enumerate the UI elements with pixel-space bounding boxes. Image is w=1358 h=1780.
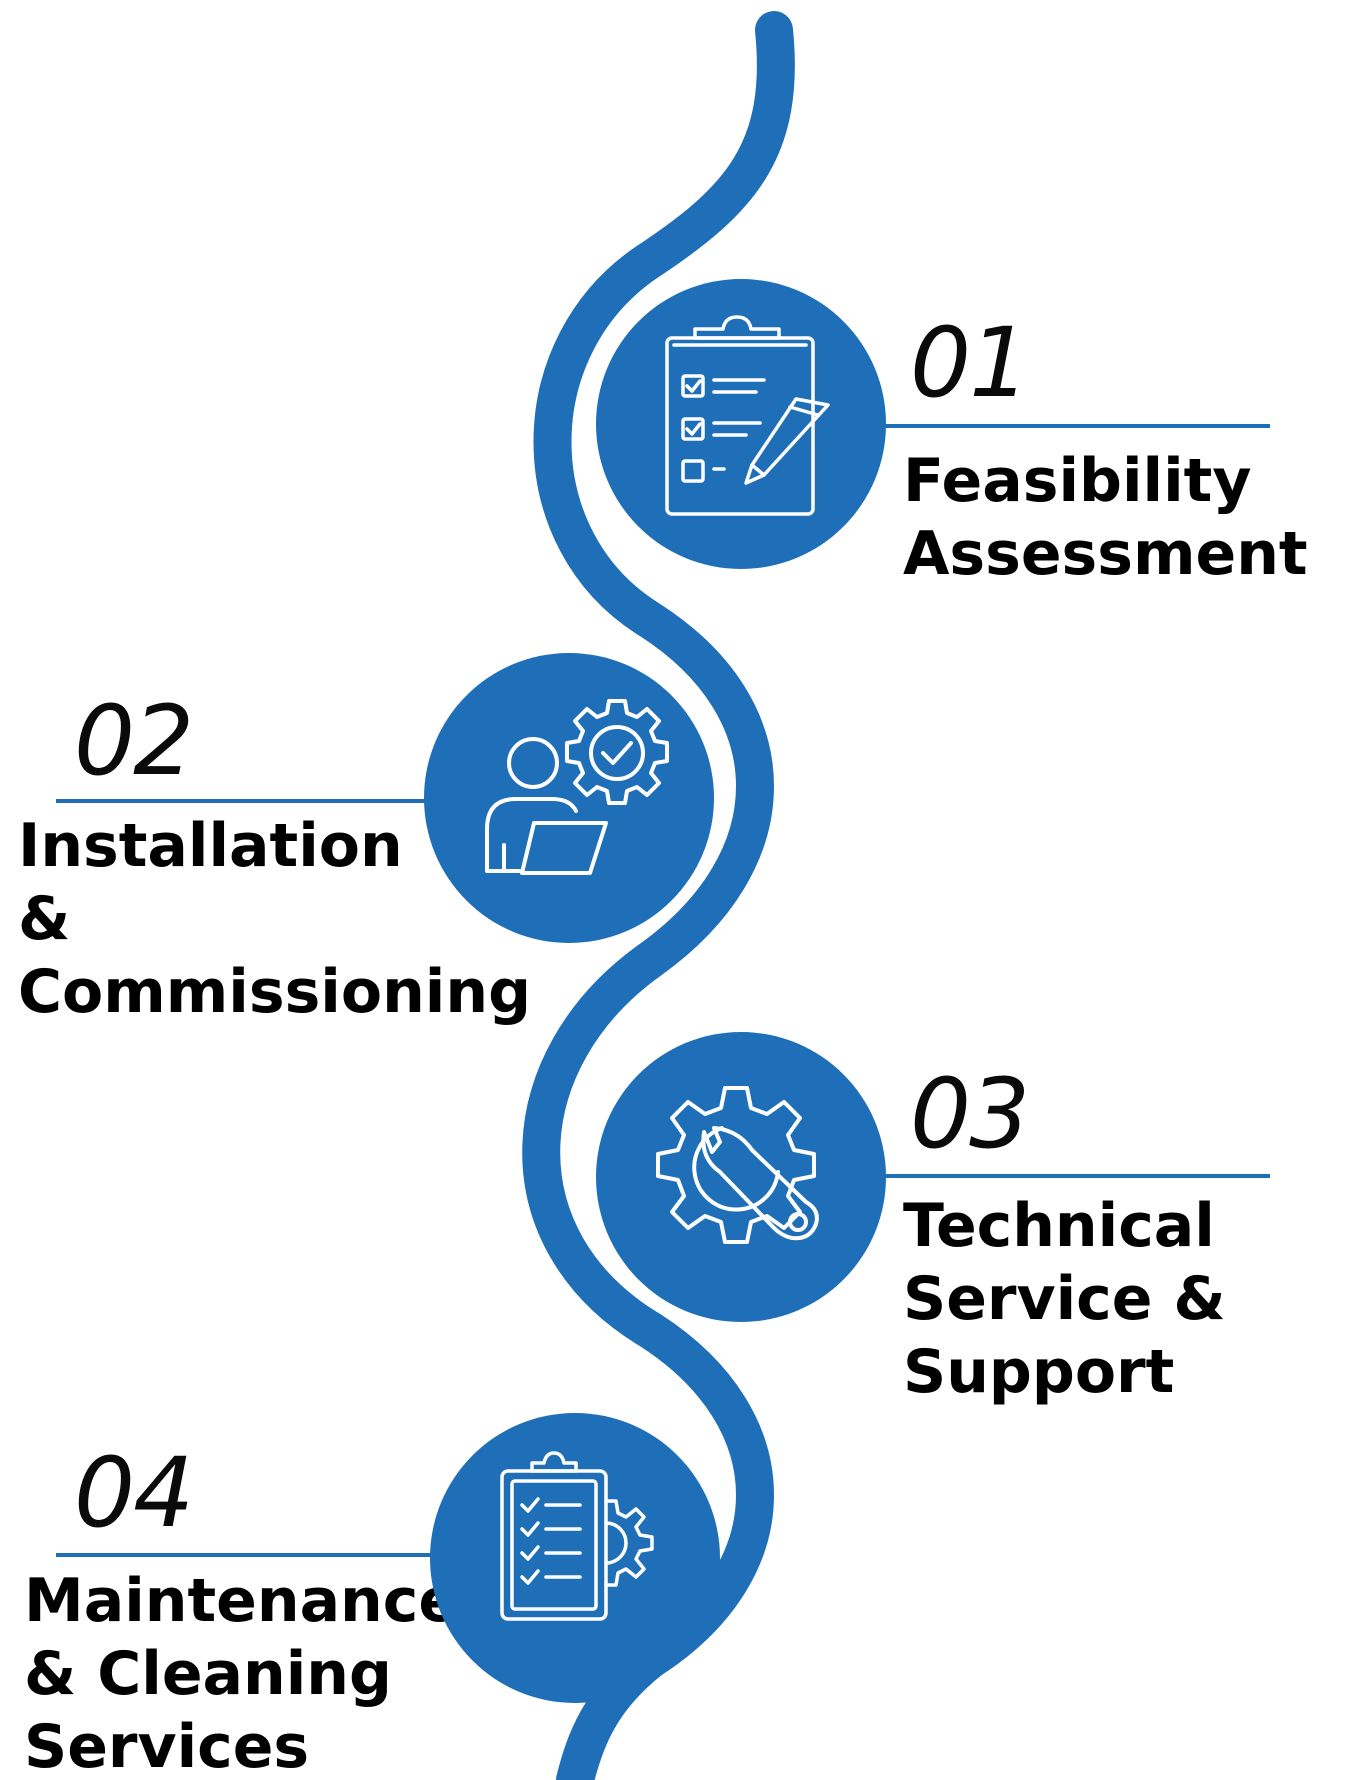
step-2-title-line: Commissioning <box>18 957 532 1027</box>
step-4-rule <box>56 1553 436 1557</box>
step-2-number: 02 <box>74 685 194 797</box>
step-4-number: 04 <box>74 1437 194 1549</box>
step-4-title-line: Services <box>24 1712 310 1780</box>
step-2-circle <box>424 653 714 943</box>
step-3-number: 03 <box>910 1058 1030 1170</box>
step-4-title: Maintenance & Cleaning Services <box>24 1565 459 1780</box>
step-3-rule <box>880 1174 1270 1178</box>
step-2-title-line: & <box>18 884 71 954</box>
step-1-circle <box>596 279 886 569</box>
person-laptop-gear-check-icon <box>485 699 669 875</box>
step-3-title: Technical Service & Support <box>903 1190 1226 1409</box>
step-3-title-line: Technical <box>903 1191 1215 1261</box>
step-1-title: Feasibility Assessment <box>903 445 1308 591</box>
step-4-title-line: & Cleaning <box>24 1639 392 1709</box>
step-1-title-line: Feasibility <box>903 446 1252 516</box>
step-2-rule <box>56 799 436 803</box>
step-4-circle <box>430 1413 720 1703</box>
step-1-number: 01 <box>910 307 1030 419</box>
step-1-title-line: Assessment <box>903 519 1308 589</box>
clipboard-checklist-gear-icon <box>500 1451 654 1621</box>
step-2-title: Installation & Commissioning <box>18 810 531 1029</box>
step-2-title-line: Installation <box>18 811 403 881</box>
step-3-title-line: Service & <box>903 1264 1226 1334</box>
step-3-circle <box>596 1032 886 1322</box>
step-4-title-line: Maintenance <box>24 1566 460 1636</box>
step-3-title-line: Support <box>903 1337 1175 1407</box>
gear-wrench-icon <box>656 1086 819 1244</box>
step-1-rule <box>880 424 1270 428</box>
clipboard-checklist-pencil-icon <box>665 315 830 516</box>
